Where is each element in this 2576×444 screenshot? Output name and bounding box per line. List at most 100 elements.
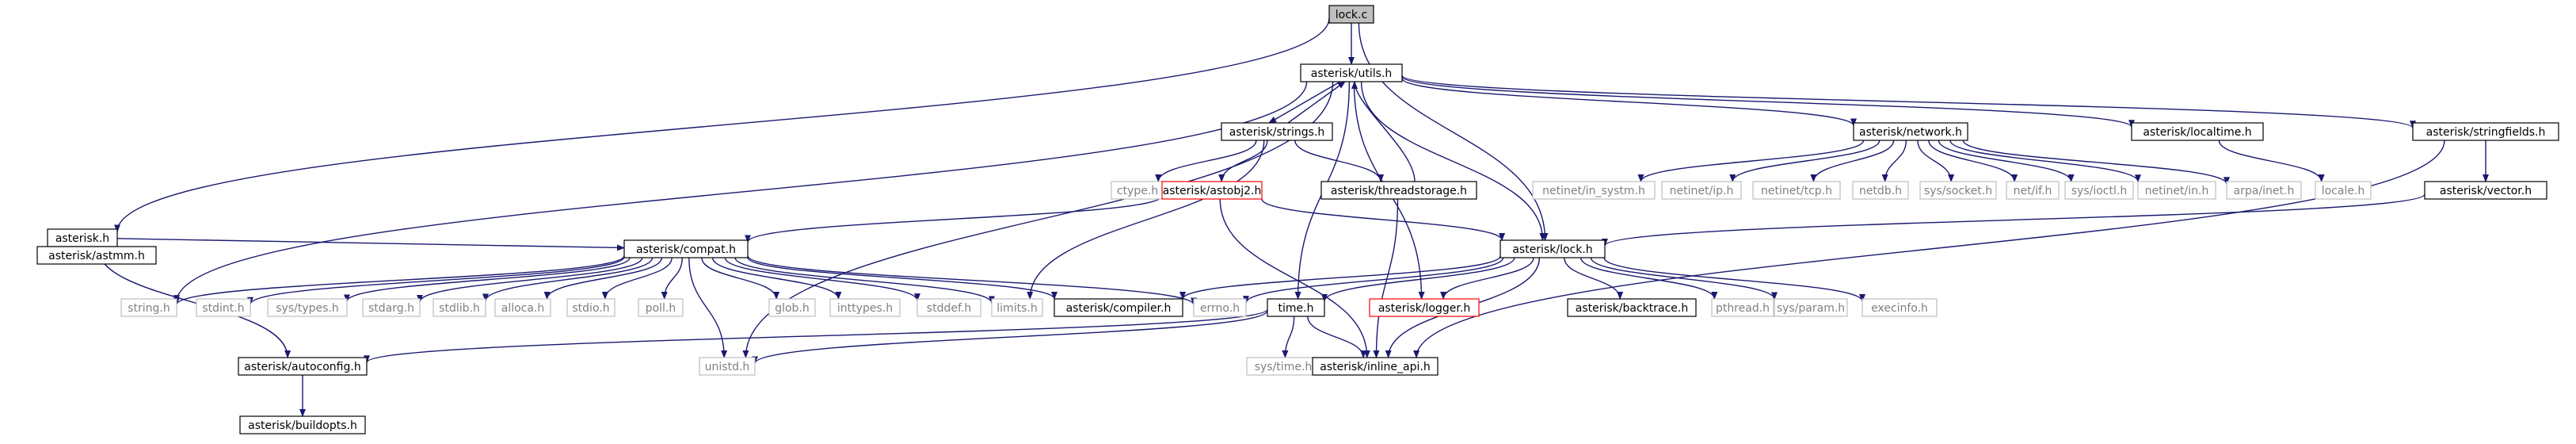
node-stdint: stdint.h <box>196 298 251 317</box>
node-label: glob.h <box>775 302 810 315</box>
node-label: alloca.h <box>501 302 545 315</box>
node-box <box>1161 181 1263 200</box>
node-compiler[interactable]: asterisk/compiler.h <box>1054 298 1183 317</box>
include-edge-utils-stringfields <box>1401 75 2416 129</box>
node-astmm[interactable]: asterisk/astmm.h <box>36 246 157 265</box>
node-arpa-inet: arpa/inet.h <box>2226 181 2302 200</box>
include-edge-utils-strings <box>1268 81 1341 124</box>
node-localtime[interactable]: asterisk/localtime.h <box>2131 122 2264 141</box>
node-netinet-systm: netinet/in_systm.h <box>1532 181 1656 200</box>
include-edge-lock_h-pthread <box>1580 257 1718 300</box>
include-edge-astobj2-lock_h <box>1261 198 1505 241</box>
include-edge-lock_h-sys_param <box>1590 257 1778 300</box>
node-logger[interactable]: asterisk/logger.h <box>1369 298 1480 317</box>
node-compat[interactable]: asterisk/compat.h <box>623 239 749 258</box>
node-label: net/if.h <box>2014 185 2052 197</box>
include-edge-utils-network <box>1401 78 1857 127</box>
include-edge-compat-stdarg <box>417 257 643 303</box>
node-lock-c[interactable]: lock.c <box>1328 5 1374 24</box>
include-edge-threadstorage-inline_api <box>1373 198 1399 358</box>
node-label: asterisk.h <box>55 232 109 245</box>
node-sys-param: sys/param.h <box>1774 298 1848 317</box>
include-edge-compat-inttypes <box>711 257 842 300</box>
include-edge-lock_c-asterisk_h <box>114 17 1330 233</box>
node-box <box>494 298 551 317</box>
node-network[interactable]: asterisk/network.h <box>1853 122 1968 141</box>
include-edge-lock_h-execinfo <box>1603 257 1865 303</box>
include-edge-time_h-unistd <box>752 310 1268 365</box>
node-label: time.h <box>1278 302 1314 315</box>
include-edge-lock_c-lock_h <box>1358 22 1549 241</box>
node-label: execinfo.h <box>1871 302 1928 315</box>
include-edge-compat-sys_types <box>344 257 631 303</box>
node-inttypes: inttypes.h <box>829 298 901 317</box>
include-edge-strings-limits <box>1027 140 1265 300</box>
include-edge-compat-limits <box>734 257 995 304</box>
node-box <box>1320 181 1477 200</box>
node-box <box>638 298 684 317</box>
node-box <box>1300 63 1403 82</box>
node-inline-api[interactable]: asterisk/inline_api.h <box>1312 357 1439 376</box>
node-label: asterisk/buildopts.h <box>248 419 357 432</box>
include-edge-network-netinet_systm <box>1637 140 1865 182</box>
include-edge-compat-stdio <box>601 257 673 300</box>
node-buildopts[interactable]: asterisk/buildopts.h <box>239 415 366 434</box>
node-poll: poll.h <box>638 298 684 317</box>
include-edge-compat-glob <box>701 257 780 300</box>
node-label: asterisk/compiler.h <box>1066 302 1172 315</box>
node-label: asterisk/localtime.h <box>2143 126 2251 139</box>
include-edge-network-sys_socket <box>1917 140 1955 182</box>
include-edge-network-arpa_inet <box>1962 140 2230 186</box>
include-edge-compat-stdlib <box>482 257 654 302</box>
include-edge-compat-string_h <box>173 255 625 306</box>
node-box <box>1567 298 1697 317</box>
node-autoconfig[interactable]: asterisk/autoconfig.h <box>238 357 368 376</box>
include-edge-network-netdb <box>1881 140 1907 182</box>
node-box <box>916 298 981 317</box>
node-box <box>1054 298 1183 317</box>
node-utils[interactable]: asterisk/utils.h <box>1300 63 1403 82</box>
node-asterisk-h[interactable]: asterisk.h <box>47 228 118 247</box>
node-label: netdb.h <box>1859 185 1902 197</box>
include-edge-compat-unistd <box>688 257 728 358</box>
node-label: inttypes.h <box>837 302 893 315</box>
node-stddef: stddef.h <box>916 298 981 317</box>
node-sys-time: sys/time.h <box>1246 357 1320 376</box>
include-edge-asterisk_h-compat <box>116 238 625 251</box>
node-backtrace[interactable]: asterisk/backtrace.h <box>1567 298 1697 317</box>
node-box <box>362 298 421 317</box>
node-label: arpa/inet.h <box>2234 185 2295 197</box>
node-label: asterisk/network.h <box>1859 126 1962 139</box>
node-box <box>1499 239 1606 258</box>
node-label: asterisk/strings.h <box>1229 126 1325 139</box>
node-lock-h[interactable]: asterisk/lock.h <box>1499 239 1606 258</box>
node-box <box>2412 122 2559 141</box>
node-execinfo: execinfo.h <box>1862 298 1938 317</box>
include-edge-astobj2-inline_api <box>1219 198 1370 358</box>
include-edge-lock_h-compiler <box>1179 255 1501 300</box>
node-box <box>1267 298 1325 317</box>
include-edge-compat-compiler <box>747 257 1057 300</box>
node-box <box>1532 181 1656 200</box>
include-edge-strings-astobj2 <box>1218 140 1268 182</box>
node-box <box>433 298 486 317</box>
node-box <box>623 239 749 258</box>
include-edge-utils-lock_h <box>1360 81 1546 241</box>
node-label: asterisk/astmm.h <box>48 250 145 262</box>
node-box <box>1711 298 1774 317</box>
node-label: poll.h <box>646 302 676 315</box>
node-strings[interactable]: asterisk/strings.h <box>1221 122 1333 141</box>
node-vector[interactable]: asterisk/vector.h <box>2424 181 2547 200</box>
node-stdlib: stdlib.h <box>433 298 486 317</box>
node-time-h[interactable]: time.h <box>1267 298 1325 317</box>
node-label: asterisk/astobj2.h <box>1163 185 1262 197</box>
node-label: stdarg.h <box>368 302 414 315</box>
node-stdio: stdio.h <box>566 298 615 317</box>
node-threadstorage[interactable]: asterisk/threadstorage.h <box>1320 181 1477 200</box>
node-astobj2[interactable]: asterisk/astobj2.h <box>1161 181 1263 200</box>
include-edge-strings-utils <box>1287 81 1346 124</box>
node-limits: limits.h <box>991 298 1043 317</box>
node-stringfields[interactable]: asterisk/stringfields.h <box>2412 122 2559 141</box>
node-label: ctype.h <box>1117 185 1158 197</box>
node-netinet-ip: netinet/ip.h <box>1661 181 1742 200</box>
